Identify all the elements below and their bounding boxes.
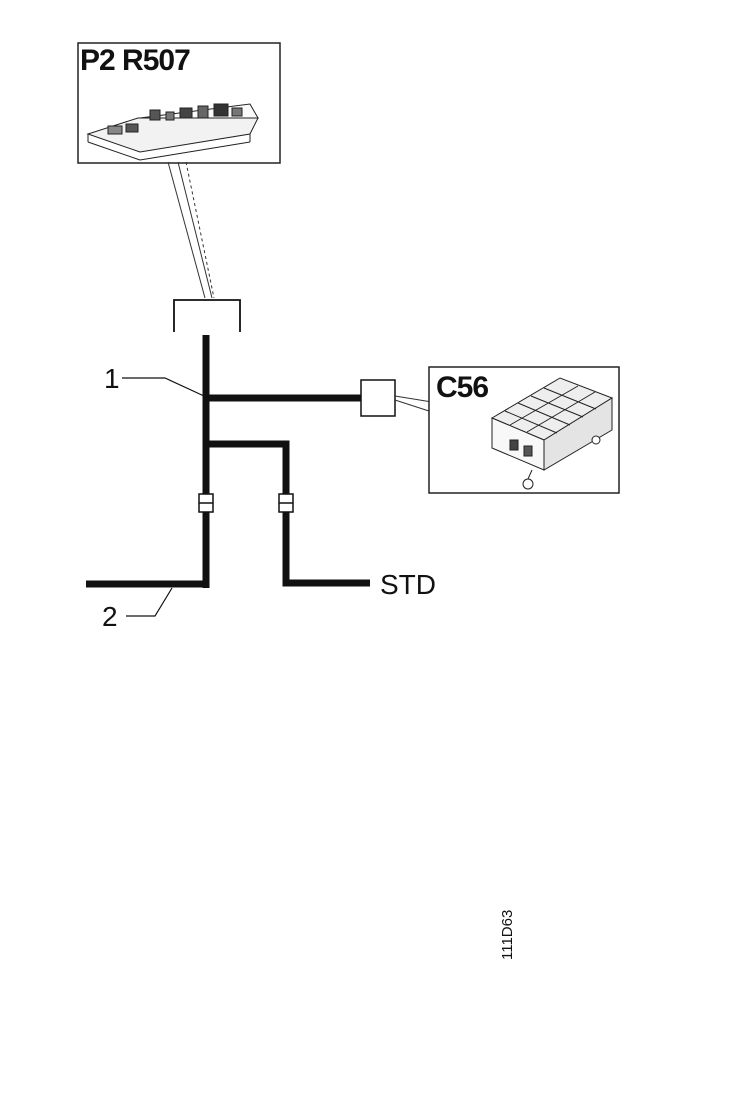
module-c56-drawing-icon — [490, 377, 614, 490]
callout-2-label: 2 — [102, 601, 118, 632]
component-p2-label: P2 R507 — [80, 44, 190, 77]
module-p2-drawing-icon — [86, 103, 259, 161]
callout-1-leader — [122, 377, 205, 397]
c56-connector-block — [360, 379, 396, 417]
callout-2: 2 — [102, 587, 173, 632]
component-c56: C56 — [428, 366, 620, 494]
splice-markers — [198, 493, 294, 513]
wires — [86, 335, 370, 588]
document-id: 111D63 — [499, 910, 516, 960]
p2-connector-bracket — [173, 299, 241, 332]
component-c56-label: C56 — [436, 371, 488, 404]
c56-leader-lines — [394, 395, 433, 413]
wire-branch-std — [206, 440, 370, 587]
callout-1-label: 1 — [104, 363, 120, 394]
callout-1: 1 — [104, 363, 205, 397]
p2-leader-lines — [167, 161, 215, 299]
component-p2-r507: P2 R507 — [77, 42, 281, 164]
wire-end-label-std: STD — [380, 569, 436, 600]
callout-2-leader — [126, 587, 173, 617]
